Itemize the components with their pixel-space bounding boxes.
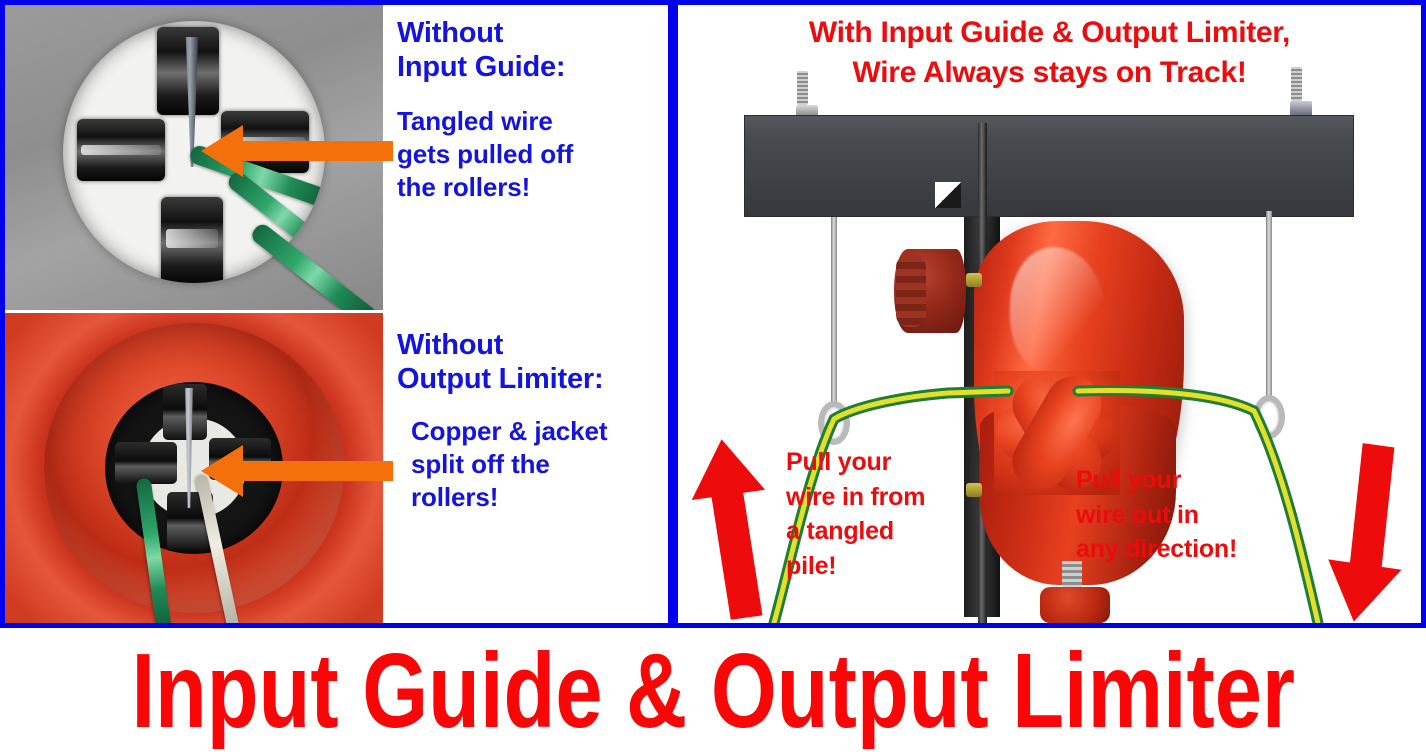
right-column: With Input Guide & Output Limiter, Wire … — [678, 5, 1421, 623]
caption1-body-line2: gets pulled off — [397, 139, 574, 170]
funnel-blade — [185, 388, 193, 508]
caption1-heading-line1: Without — [397, 17, 504, 49]
caption2-heading-line2: Output Limiter: — [397, 362, 604, 395]
annotation-right-line1: Pull your — [1076, 466, 1182, 494]
red-arrow-down-icon — [1328, 443, 1402, 622]
roller-left — [77, 119, 165, 181]
red-arrow-up-icon — [691, 439, 766, 620]
caption-without-output-limiter: Without Output Limiter: Copper & jacket … — [397, 329, 665, 515]
caption2-body-line2: split off the — [411, 449, 550, 480]
base-knob[interactable] — [1040, 587, 1110, 623]
product-title: Input Guide & Output Limiter — [131, 632, 1295, 750]
caption-without-input-guide: Without Input Guide: Tangled wire gets p… — [397, 17, 665, 205]
caption2-body-line3: rollers! — [411, 482, 499, 513]
caption2-body-line1: Copper & jacket — [411, 415, 608, 446]
cone-highlight — [1010, 247, 1106, 375]
annotation-left-line4: pile! — [786, 551, 837, 580]
annotation-left-line3: a tangled — [786, 517, 894, 545]
adjustment-knob-small[interactable] — [894, 249, 966, 333]
bolt-left — [796, 71, 818, 121]
orange-arrow-bottom-icon — [201, 445, 393, 497]
annotation-pull-in: Pull your wire in from a tangled pile! — [786, 445, 986, 583]
annotation-left-line1: Pull your — [786, 448, 892, 476]
orange-arrow-top-icon — [201, 125, 393, 177]
annotation-left-line2: wire in from — [786, 482, 926, 511]
annotation-pull-out: Pull your wire out in any direction! — [1076, 463, 1328, 567]
caption2-heading-line1: Without — [397, 329, 504, 361]
eyelet-left — [818, 401, 850, 445]
funnel-roller-left — [115, 442, 177, 484]
left-column: Without Input Guide: Tangled wire gets p… — [5, 5, 668, 623]
funnel-roller-top — [163, 384, 207, 440]
hanger-rod-right — [1266, 211, 1272, 411]
eyelet-right — [1253, 395, 1285, 439]
roller-bottom — [161, 197, 223, 283]
bolt-right — [1290, 67, 1312, 117]
caption1-body-line1: Tangled wire — [397, 105, 553, 136]
mounting-rail — [744, 115, 1354, 217]
panel-divider — [668, 5, 678, 623]
device-photo — [678, 5, 1421, 623]
hanger-rod-left — [831, 217, 837, 417]
caption1-heading-line2: Input Guide: — [397, 50, 566, 83]
annotation-right-line2: wire out in — [1076, 500, 1199, 529]
annotation-right-line3: any direction! — [1076, 535, 1238, 563]
rail-notch — [935, 182, 961, 208]
bottom-title-banner: Input Guide & Output Limiter — [0, 628, 1426, 754]
caption1-body-line3: the rollers! — [397, 172, 531, 203]
brass-fitting-upper — [966, 273, 982, 287]
bordered-photo-frame: Without Input Guide: Tangled wire gets p… — [0, 0, 1426, 628]
